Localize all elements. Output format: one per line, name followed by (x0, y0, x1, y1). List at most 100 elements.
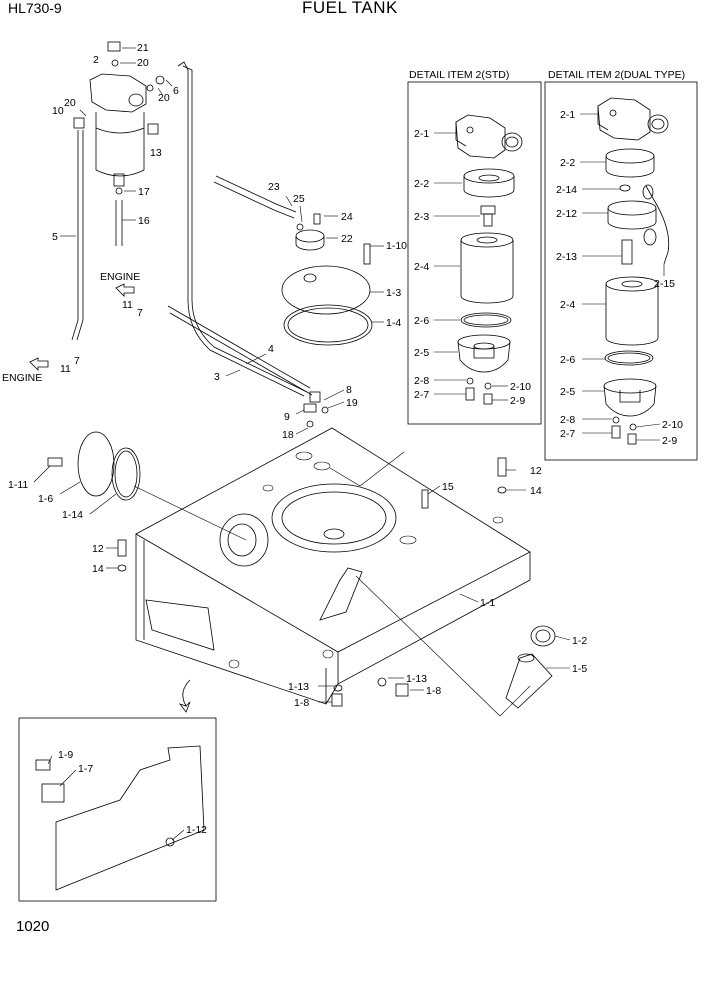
dual-label-2-6: 2-6 (560, 354, 575, 366)
label-18: 18 (282, 429, 294, 441)
dual-label-2-5: 2-5 (560, 386, 575, 398)
detail-std-box (407, 81, 542, 425)
dual-sensor-wire (642, 184, 670, 265)
std-label-2-9: 2-9 (510, 395, 525, 407)
plug-1-8-b (395, 683, 409, 697)
label-1-12: 1-12 (186, 824, 207, 836)
label-4: 4 (268, 343, 274, 355)
std-label-2-7: 2-7 (414, 389, 429, 401)
label-1-2: 1-2 (572, 635, 587, 647)
dual-label-2-8: 2-8 (560, 414, 575, 426)
label-13: 13 (150, 147, 162, 159)
label-1-9: 1-9 (58, 749, 73, 761)
std-label-2-4: 2-4 (414, 261, 429, 273)
engine-arrow-lower (29, 357, 49, 371)
dual-detail-labels: 2-1 2-2 2-14 2-12 2-13 2-15 2-4 2-6 2-5 … (556, 109, 683, 447)
dual-label-2-10: 2-10 (662, 419, 683, 431)
engine-label-lower: ENGINE (2, 372, 42, 384)
std-label-2-3: 2-3 (414, 211, 429, 223)
std-filter-element (460, 232, 514, 304)
o-ring-1-13-b (377, 677, 387, 687)
plug-1-8-a (331, 693, 343, 707)
label-5: 5 (52, 231, 58, 243)
tank-cover-plate (281, 265, 371, 315)
bolt-12-left (117, 539, 127, 557)
dual-label-2-7: 2-7 (560, 428, 575, 440)
cleaning-cover-o-ring (111, 447, 141, 501)
fuel-tank-body (135, 427, 531, 705)
inset-box (18, 717, 217, 902)
label-17: 17 (138, 186, 150, 198)
dual-label-2-1: 2-1 (560, 109, 575, 121)
o-ring-1-13-a (333, 684, 343, 692)
label-23: 23 (268, 181, 280, 193)
label-9: 9 (284, 411, 290, 423)
std-filter-adapter (463, 168, 515, 198)
label-1-5: 1-5 (572, 663, 587, 675)
label-20-a: 20 (137, 57, 149, 69)
engine-label-upper: ENGINE (100, 271, 140, 283)
detail-std-title: DETAIL ITEM 2(STD) (409, 69, 509, 81)
detail-dual-title: DETAIL ITEM 2(DUAL TYPE) (548, 69, 685, 81)
dual-adapter (605, 148, 655, 178)
label-11-upper: 11 (122, 299, 133, 311)
label-25: 25 (293, 193, 305, 205)
label-1-4: 1-4 (386, 317, 401, 329)
cleaning-cover (77, 431, 115, 497)
label-8: 8 (346, 384, 352, 396)
bolt-1-10 (363, 243, 371, 265)
label-1-8-left: 1-8 (294, 697, 309, 709)
hose-23 (215, 175, 297, 213)
filler-cap (530, 625, 556, 647)
part-number-labels: 21 20 2 20 6 10 20 13 17 16 5 11 7 7 11 … (8, 42, 587, 836)
page-number: 1020 (16, 918, 50, 935)
engine-arrow-upper (115, 283, 135, 297)
std-drain-parts (465, 377, 493, 405)
dual-label-2-4: 2-4 (560, 299, 575, 311)
label-1-3: 1-3 (386, 287, 401, 299)
dual-ring (619, 184, 631, 192)
bolt-12-right (497, 457, 507, 477)
label-24: 24 (341, 211, 353, 223)
std-label-2-8: 2-8 (414, 375, 429, 387)
label-22: 22 (341, 233, 353, 245)
label-6: 6 (173, 85, 179, 97)
dual-drain-parts (611, 416, 637, 445)
bolt-1-11 (47, 457, 63, 467)
label-20-b: 20 (158, 92, 170, 104)
std-nipple (480, 205, 496, 227)
std-label-2-1: 2-1 (414, 128, 429, 140)
dual-nipple (621, 239, 633, 265)
std-detail-labels: 2-1 2-2 2-3 2-4 2-6 2-5 2-8 2-7 2-10 2-9 (414, 128, 531, 407)
page-title: FUEL TANK (302, 0, 398, 17)
std-label-2-6: 2-6 (414, 315, 429, 327)
dual-label-2-9: 2-9 (662, 435, 677, 447)
tank-cover-gasket (283, 304, 373, 346)
label-21: 21 (137, 42, 149, 54)
dual-bowl (603, 378, 657, 417)
std-label-2-5: 2-5 (414, 347, 429, 359)
dual-filter-element (605, 276, 659, 346)
leader-lines (33, 47, 665, 841)
washer-14-left (117, 564, 127, 572)
dual-filter-head (597, 97, 669, 141)
dual-label-2-14: 2-14 (556, 184, 577, 196)
label-15: 15 (442, 481, 454, 493)
label-1-8-right: 1-8 (426, 685, 441, 697)
label-1-6: 1-6 (38, 493, 53, 505)
dual-adapter-2 (607, 200, 657, 230)
strainer (505, 653, 553, 709)
label-11-lower: 11 (60, 363, 71, 375)
label-1-7: 1-7 (78, 763, 93, 775)
bolt-15 (421, 489, 429, 509)
std-o-ring (460, 312, 512, 328)
label-1-1: 1-1 (480, 597, 495, 609)
label-14-right: 14 (530, 485, 542, 497)
label-12-left: 12 (92, 543, 104, 555)
detail-dual-box (544, 81, 698, 461)
dual-label-2-2: 2-2 (560, 157, 575, 169)
dual-o-ring (604, 350, 654, 366)
label-14-left: 14 (92, 563, 104, 575)
std-bowl (457, 334, 511, 373)
